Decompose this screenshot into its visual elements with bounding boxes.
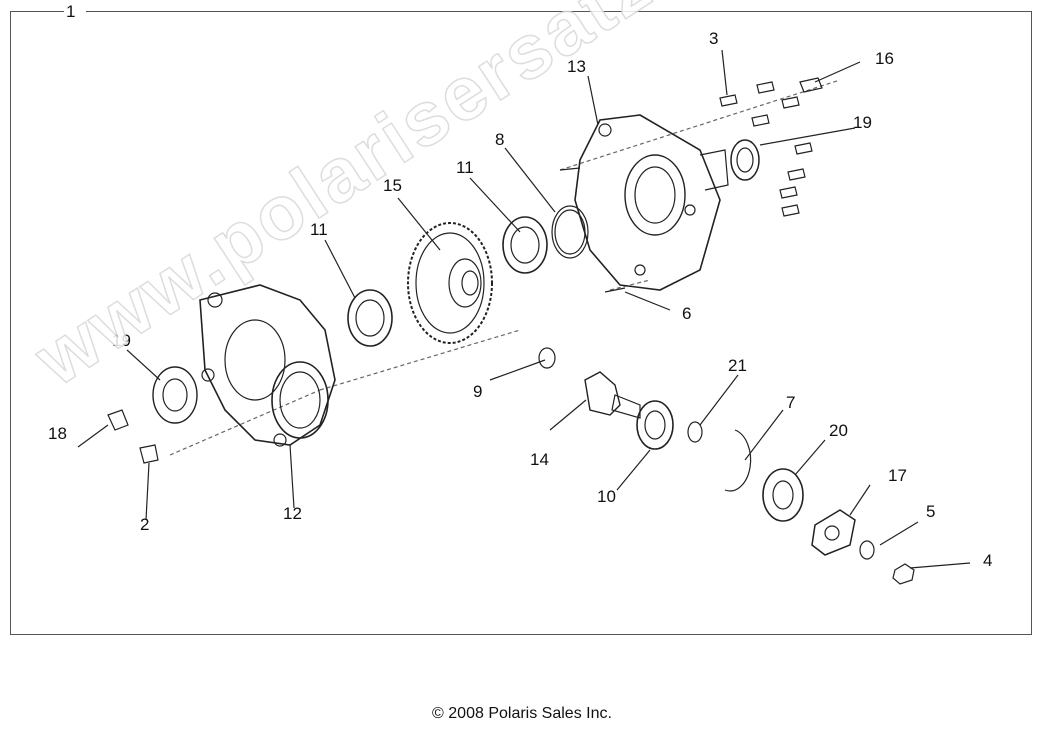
callout-11-left: 11 xyxy=(310,220,328,239)
callout-20: 20 xyxy=(829,421,848,440)
callout-7: 7 xyxy=(786,393,796,412)
callout-14: 14 xyxy=(530,450,549,469)
callout-2: 2 xyxy=(140,515,150,534)
callout-10: 10 xyxy=(597,487,616,506)
callout-15: 15 xyxy=(383,176,402,195)
callout-19-right: 19 xyxy=(853,113,872,132)
callout-17: 17 xyxy=(888,466,907,485)
housing-part-12 xyxy=(199,284,336,447)
callout-3: 3 xyxy=(709,29,719,48)
callout-21: 21 xyxy=(728,356,747,375)
callout-5: 5 xyxy=(926,502,936,521)
cover-part-13 xyxy=(574,114,729,291)
pinion-part-14 xyxy=(584,371,641,419)
ring-gear-part-15 xyxy=(407,222,493,344)
frame-title-mask xyxy=(64,2,86,20)
callout-18: 18 xyxy=(48,424,67,443)
diagram-frame xyxy=(10,11,1032,635)
callout-6: 6 xyxy=(682,304,692,323)
callout-19-left: 19 xyxy=(112,331,131,350)
callout-13: 13 xyxy=(567,57,586,76)
callout-12: 12 xyxy=(283,504,302,523)
callout-4: 4 xyxy=(983,551,993,570)
copyright-notice: © 2008 Polaris Sales Inc. xyxy=(432,705,612,722)
callout-frame: 1 xyxy=(66,2,76,21)
callout-9: 9 xyxy=(473,382,483,401)
callout-16: 16 xyxy=(875,49,894,68)
callout-11-right: 11 xyxy=(456,158,474,177)
callout-8: 8 xyxy=(495,130,505,149)
